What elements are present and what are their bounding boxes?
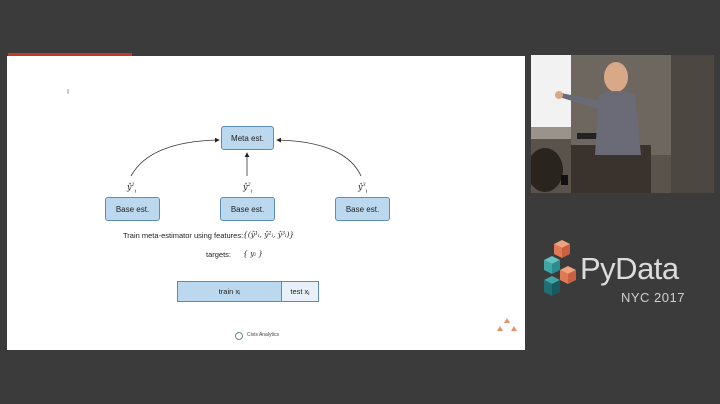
prediction-label-1: ŷ1i bbox=[127, 182, 137, 195]
progress-strip bbox=[8, 53, 132, 56]
civis-logo-icon bbox=[235, 332, 243, 340]
pydata-cube-icon bbox=[544, 240, 576, 296]
base-estimator-box-1: Base est. bbox=[105, 197, 160, 221]
footer-brand: Civis Analytics bbox=[247, 332, 279, 338]
train-caption: Train meta-estimator using features: bbox=[123, 231, 244, 240]
train-test-split-bar: train xᵢ test xⱼ bbox=[177, 281, 319, 302]
prediction-label-3: ŷ3i bbox=[358, 182, 368, 195]
targets-formula: { yᵢ } bbox=[243, 249, 264, 258]
base-estimator-label: Base est. bbox=[345, 204, 380, 214]
targets-caption: targets: bbox=[206, 250, 232, 259]
speaker-photo bbox=[531, 55, 714, 193]
train-label: train xᵢ bbox=[218, 287, 241, 296]
arrow-left bbox=[130, 137, 220, 177]
speaker-video-feed bbox=[531, 55, 714, 193]
base-estimator-label: Base est. bbox=[115, 204, 150, 214]
pydata-wordmark: PyData bbox=[580, 251, 679, 286]
base-estimator-box-3: Base est. bbox=[335, 197, 390, 221]
test-segment: test xⱼ bbox=[282, 282, 318, 301]
meta-estimator-label: Meta est. bbox=[231, 133, 264, 143]
base-estimator-label: Base est. bbox=[230, 204, 265, 214]
triangle-icon bbox=[511, 326, 517, 331]
triangle-icon bbox=[504, 318, 510, 323]
features-formula: {(ŷ¹ᵢ, ŷ²ᵢ, ŷ³ᵢ)} bbox=[243, 230, 295, 239]
train-segment: train xᵢ bbox=[178, 282, 282, 301]
test-label: test xⱼ bbox=[290, 287, 310, 296]
base-estimator-box-2: Base est. bbox=[220, 197, 275, 221]
arrow-right bbox=[276, 137, 362, 177]
presentation-slide: I Meta est. ŷ1i ŷ2i ŷ3i Base est. Base e… bbox=[7, 56, 525, 350]
pydata-event: NYC 2017 bbox=[621, 290, 685, 305]
meta-estimator-box: Meta est. bbox=[221, 126, 274, 150]
text-cursor-icon: I bbox=[67, 88, 70, 96]
prediction-label-2: ŷ2i bbox=[243, 182, 253, 195]
triangle-icon bbox=[497, 326, 503, 331]
diagram-arrows bbox=[130, 137, 362, 177]
pydata-logo: PyData NYC 2017 bbox=[540, 240, 710, 310]
